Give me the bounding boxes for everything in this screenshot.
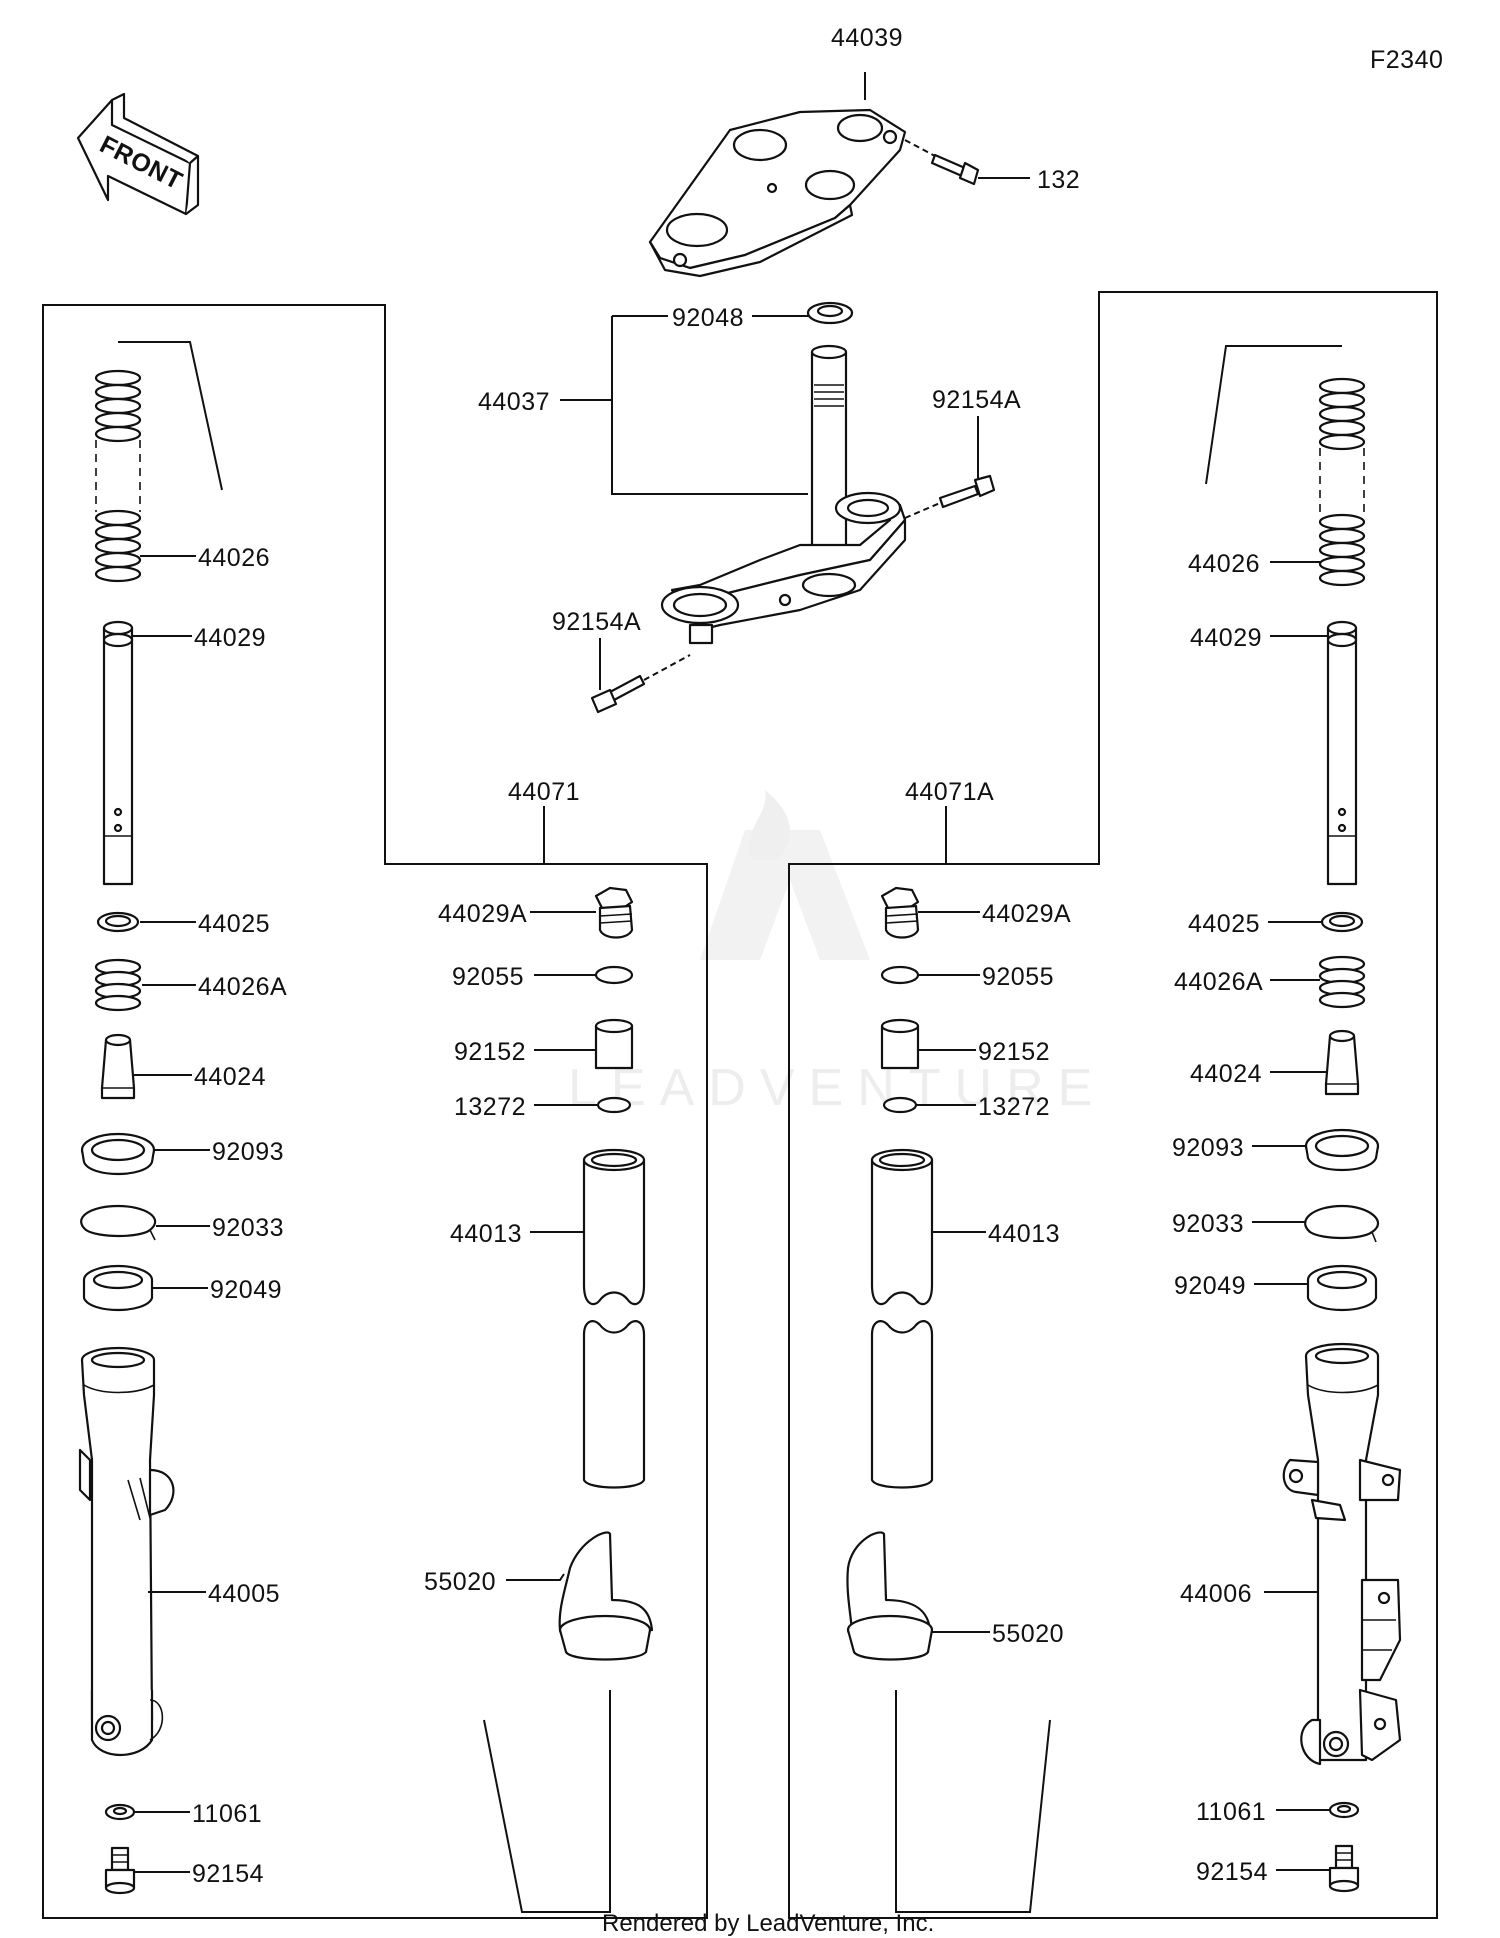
label-N44029A: 44029A <box>982 900 1071 928</box>
label-R92033: 92033 <box>1172 1210 1244 1238</box>
label-44071: 44071 <box>508 778 580 806</box>
label-L92033: 92033 <box>212 1214 284 1242</box>
washer-11061-right <box>1328 1801 1360 1819</box>
dust-seal-92093-right <box>1304 1128 1380 1172</box>
label-R44025: 44025 <box>1188 910 1260 938</box>
label-M13272: 13272 <box>454 1093 526 1121</box>
steering-stem-44037 <box>660 344 907 645</box>
leader-44037 <box>560 315 808 495</box>
o-ring-13272-right <box>882 1096 918 1114</box>
guard-break-left <box>483 1690 611 1913</box>
collar-44024-right <box>1324 1029 1360 1096</box>
inner-tube-44013-left <box>582 1148 646 1489</box>
bolt-92154-right <box>1328 1844 1360 1893</box>
label-44039: 44039 <box>831 24 903 52</box>
leader-132-dash <box>904 139 936 157</box>
spring-44026-left <box>94 369 142 583</box>
label-M44013: 44013 <box>450 1220 522 1248</box>
damper-rod-44029-left <box>102 620 134 886</box>
footer-credit: Rendered by LeadVenture, Inc. <box>602 1910 934 1937</box>
outer-tube-44006-right <box>1282 1342 1402 1766</box>
label-R44026: 44026 <box>1188 550 1260 578</box>
label-M92152: 92152 <box>454 1038 526 1066</box>
label-44037: 44037 <box>478 388 550 416</box>
label-92048: 92048 <box>672 304 744 332</box>
washer-11061-left <box>104 1803 136 1821</box>
spring-break-left <box>118 341 223 491</box>
spring-44026A-right <box>1318 955 1366 1009</box>
inner-tube-44013-right <box>870 1148 934 1489</box>
dust-seal-92093-left <box>80 1132 156 1176</box>
label-132: 132 <box>1037 166 1080 194</box>
upper-bracket-44039 <box>648 108 907 278</box>
label-L92049: 92049 <box>210 1276 282 1304</box>
label-R11061: 11061 <box>1196 1798 1266 1826</box>
label-N92152: 92152 <box>978 1038 1050 1066</box>
leader-92154A-left-dash <box>643 654 691 681</box>
washer-44025-right <box>1320 911 1364 933</box>
damper-rod-44029-right <box>1326 620 1358 886</box>
collar-92152-left <box>594 1018 634 1070</box>
label-L44029: 44029 <box>194 624 266 652</box>
bolt-132 <box>930 153 980 186</box>
label-M55020: 55020 <box>424 1568 496 1596</box>
label-R44026A: 44026A <box>1174 968 1263 996</box>
washer-44025-left <box>96 911 140 933</box>
bolt-92154A-right <box>938 474 996 509</box>
o-ring-92055-left <box>594 965 634 985</box>
outer-tube-44005-left <box>78 1346 175 1757</box>
label-92154A-left: 92154A <box>552 608 641 636</box>
leader-M55020 <box>506 1573 565 1581</box>
label-R44024: 44024 <box>1190 1060 1262 1088</box>
label-N13272: 13272 <box>978 1093 1050 1121</box>
watermark-text: LEADVENTURE <box>568 1059 1106 1117</box>
label-M44029A: 44029A <box>438 900 527 928</box>
circlip-92033-right <box>1304 1204 1379 1243</box>
oil-seal-92049-right <box>1306 1264 1378 1312</box>
label-92154A-top: 92154A <box>932 386 1021 414</box>
right-fork-box <box>788 291 1438 1919</box>
spring-44026A-left <box>94 958 142 1012</box>
figure-code: F2340 <box>1370 46 1443 74</box>
spring-44026-right <box>1318 377 1366 587</box>
seal-92048 <box>806 301 854 325</box>
label-L92093: 92093 <box>212 1138 284 1166</box>
label-R44029: 44029 <box>1190 624 1262 652</box>
spring-break-right <box>1205 345 1342 485</box>
label-N55020: 55020 <box>992 1620 1064 1648</box>
guard-break-right <box>895 1690 1051 1913</box>
label-M92055: 92055 <box>452 963 524 991</box>
label-L44005: 44005 <box>208 1580 280 1608</box>
o-ring-92055-right <box>880 965 920 985</box>
label-N44013: 44013 <box>988 1220 1060 1248</box>
label-L44026: 44026 <box>198 544 270 572</box>
fork-guard-55020-left <box>558 1531 654 1661</box>
front-direction-arrow-icon: FRONT <box>76 92 200 216</box>
label-L44024: 44024 <box>194 1063 266 1091</box>
collar-92152-right <box>880 1018 920 1070</box>
leader-92154A-right-dash <box>904 502 941 519</box>
cap-bolt-44029A-left <box>594 886 634 939</box>
label-R92049: 92049 <box>1174 1272 1246 1300</box>
left-fork-box <box>42 304 708 1919</box>
watermark: LEADVENTURE <box>568 790 1106 1117</box>
label-L11061: 11061 <box>192 1800 262 1828</box>
fork-guard-55020-right <box>846 1531 934 1661</box>
label-L92154: 92154 <box>192 1860 264 1888</box>
oil-seal-92049-left <box>82 1264 154 1312</box>
cap-bolt-44029A-right <box>880 886 920 939</box>
label-44071A: 44071A <box>905 778 994 806</box>
label-R92093: 92093 <box>1172 1134 1244 1162</box>
bolt-92154A-left <box>590 674 646 714</box>
label-R92154: 92154 <box>1196 1858 1268 1886</box>
circlip-92033-left <box>80 1204 157 1241</box>
bolt-92154-left <box>104 1846 136 1895</box>
label-N92055: 92055 <box>982 963 1054 991</box>
label-R44006: 44006 <box>1180 1580 1252 1608</box>
collar-44024-left <box>100 1033 136 1100</box>
label-L44025: 44025 <box>198 910 270 938</box>
label-L44026A: 44026A <box>198 973 287 1001</box>
o-ring-13272-left <box>596 1096 632 1114</box>
